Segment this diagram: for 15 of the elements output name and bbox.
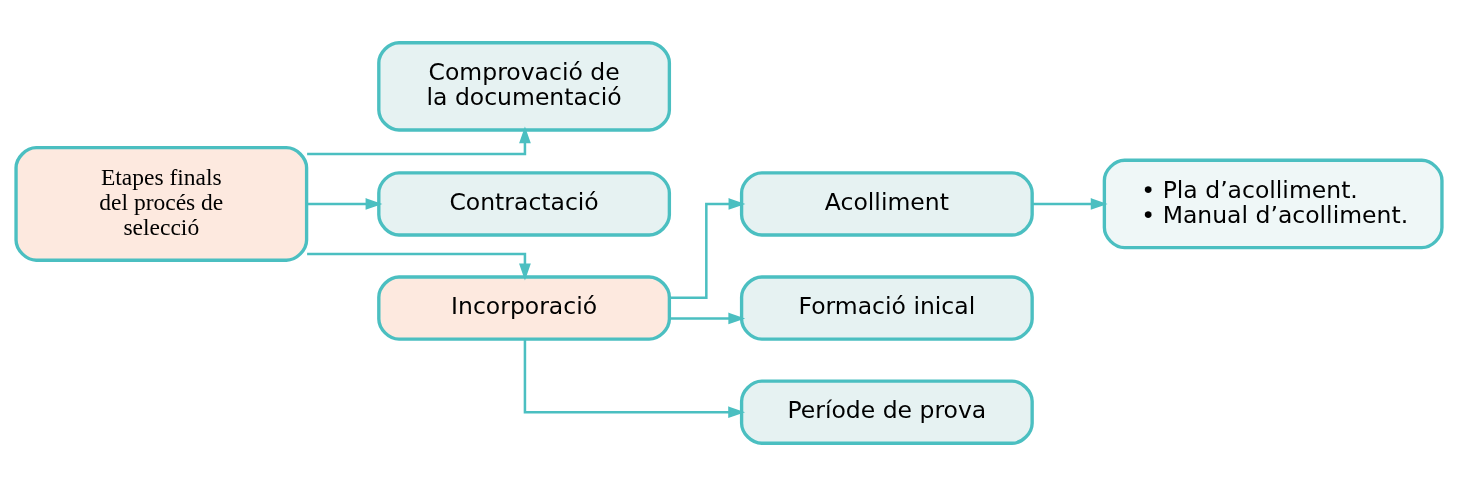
node-box: Etapes finals del procés de selecció bbox=[14, 146, 309, 262]
arrow bbox=[307, 126, 531, 156]
node-box: Acolliment bbox=[739, 171, 1034, 237]
arrow bbox=[669, 198, 746, 299]
node-box: Incorporació bbox=[377, 275, 672, 341]
arrow bbox=[1032, 198, 1108, 210]
arrow bbox=[307, 252, 531, 281]
node-box: Contractació bbox=[377, 171, 672, 237]
arrow bbox=[523, 339, 746, 419]
arrow bbox=[669, 312, 746, 325]
node-box: • Pla d’acolliment. • Manual d’acolliment. bbox=[1102, 158, 1444, 250]
node-box: Comprovació de la documentació bbox=[377, 41, 672, 132]
node-box: Formació inical bbox=[739, 275, 1034, 341]
arrow bbox=[306, 198, 383, 210]
node-box: Període de prova bbox=[739, 379, 1034, 445]
